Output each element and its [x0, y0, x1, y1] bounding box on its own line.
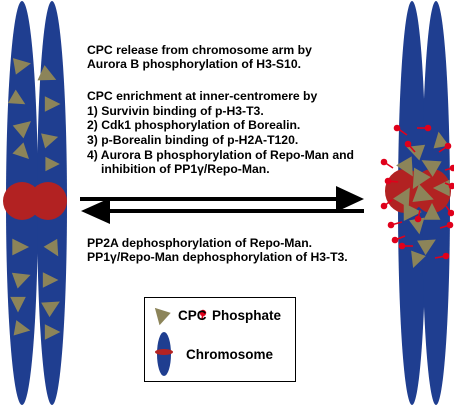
cpc-triangle	[417, 239, 436, 256]
legend-chromosome-icon	[155, 332, 174, 377]
cpc-triangle	[43, 238, 59, 257]
legend-cpc-label: CPC	[178, 308, 207, 323]
release-text-line-2: Aurora B phosphorylation of H3-S10.	[87, 57, 301, 71]
phosphate-mark	[445, 205, 454, 217]
cpc-triangle	[45, 156, 60, 172]
reverse-text-line-2: PP1γ/Repo-Man dephosphorylation of H3-T3…	[87, 250, 348, 264]
enrichment-item-3: 3) p-Borealin binding of p-H2A-T120.	[87, 133, 299, 147]
cpc-triangle	[41, 133, 59, 149]
enrichment-title: CPC enrichment at inner-centromere by	[87, 89, 318, 103]
phosphate-mark	[404, 140, 416, 153]
left-centromere-right	[29, 182, 67, 220]
phosphate-mark	[434, 252, 450, 260]
phosphate-mark	[398, 242, 413, 250]
cpc-triangle	[433, 131, 449, 149]
cpc-triangle	[41, 301, 60, 318]
cpc-triangle	[10, 296, 26, 313]
phosphate-mark	[393, 124, 408, 136]
legend-chromosome-label: Chromosome	[186, 347, 274, 362]
cpc-triangle	[37, 65, 57, 81]
phosphate-mark	[444, 164, 454, 172]
reverse-arrow	[81, 198, 364, 224]
phosphate-mark	[391, 235, 406, 244]
legend-phosphate-icon	[200, 310, 207, 321]
enrichment-item-4-cont: inhibition of PP1γ/Repo-Man.	[101, 162, 270, 176]
legend-phosphate-label: Phosphate	[212, 308, 282, 323]
release-text-line-1: CPC release from chromosome arm by	[87, 43, 312, 57]
cpc-triangle	[12, 238, 30, 256]
left-centromere-left	[3, 182, 41, 220]
cpc-triangle	[7, 89, 26, 105]
cpc-triangle	[423, 202, 441, 220]
cpc-triangle	[409, 217, 425, 235]
cpc-triangle	[13, 320, 31, 336]
cpc-triangle	[42, 272, 59, 288]
cpc-triangle	[12, 58, 31, 75]
enrichment-item-4: 4) Aurora B phosphorylation of Repo-Man …	[87, 148, 354, 162]
legend-cpc-icon	[155, 308, 172, 326]
cpc-triangle	[12, 121, 31, 139]
legend: CPC Phosphate Chromosome	[144, 297, 296, 382]
phosphate-mark	[438, 142, 452, 153]
cpc-triangle	[12, 142, 29, 159]
cpc-triangle	[44, 324, 61, 340]
cpc-triangle	[403, 203, 422, 221]
forward-arrow	[80, 186, 364, 212]
phosphate-mark	[380, 199, 393, 210]
phosphate-mark	[384, 177, 399, 185]
cpc-triangle	[396, 156, 413, 177]
legend-graphics	[155, 308, 207, 377]
phosphate-mark	[387, 221, 403, 229]
left-cpc-group	[7, 58, 61, 340]
reverse-text-line-1: PP2A dephosphorylation of Repo-Man.	[87, 236, 313, 250]
enrichment-item-2: 2) Cdk1 phosphorylation of Borealin.	[87, 118, 301, 132]
cpc-triangle	[44, 96, 61, 112]
right-chromosome	[385, 1, 451, 405]
cpc-triangle	[11, 272, 31, 289]
phosphate-mark	[444, 182, 454, 190]
cpc-triangle	[421, 160, 442, 177]
cpc-triangle	[412, 183, 434, 203]
phosphate-mark	[414, 209, 422, 223]
right-phosphate-group	[380, 124, 454, 260]
phosphate-mark	[417, 124, 432, 132]
cpc-triangle	[393, 187, 410, 208]
phosphate-mark	[439, 221, 454, 229]
left-chromosome	[3, 1, 67, 405]
cpc-triangle	[412, 167, 431, 190]
cpc-triangle	[411, 250, 426, 268]
phosphate-mark	[380, 158, 394, 169]
enrichment-item-1: 1) Survivin binding of p-H3-T3.	[87, 104, 264, 118]
